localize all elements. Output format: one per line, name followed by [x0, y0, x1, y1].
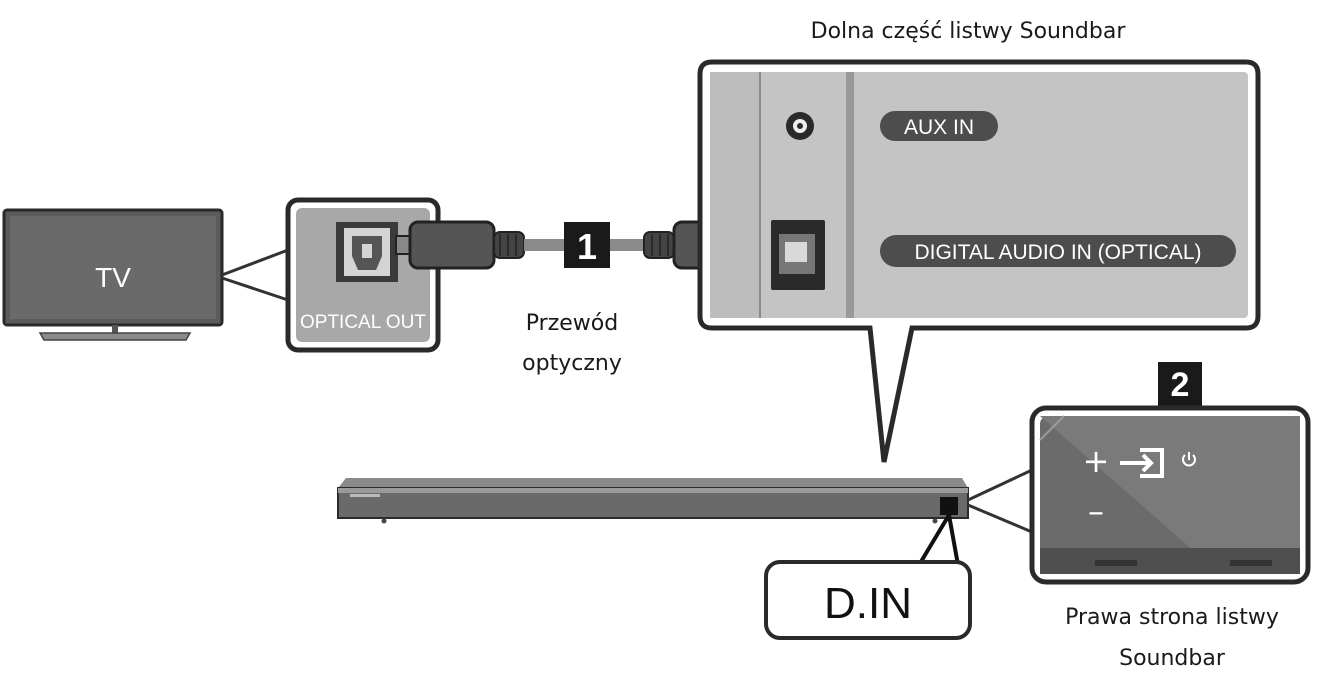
step-2-badge: 2 [1158, 362, 1202, 406]
d-in-display-callout: D.IN [764, 560, 972, 640]
step-1-badge: 1 [564, 222, 610, 268]
volume-up-icon: + [1083, 442, 1110, 480]
optical-out-label: OPTICAL OUT [300, 312, 426, 333]
volume-down-icon: – [1088, 492, 1104, 530]
soundbar-illustration [337, 478, 969, 524]
right-side-caption-line2: Soundbar [1119, 646, 1226, 671]
tv-label: TV [95, 262, 131, 293]
cable-label-line1: Przewód [526, 311, 618, 336]
source-input-icon [1120, 448, 1164, 478]
soundbar-right-side-panel: + – [1029, 405, 1311, 585]
aux-in-label: AUX IN [904, 116, 974, 139]
soundbar-bottom-panel: AUX IN DIGITAL AUDIO IN (OPTICAL) [697, 59, 1261, 463]
tv-illustration: TV [2, 208, 224, 341]
cable-label-line2: optyczny [522, 351, 622, 376]
bottom-panel-caption: Dolna część listwy Soundbar [811, 19, 1127, 44]
d-in-label: D.IN [824, 579, 912, 628]
step-2-number: 2 [1171, 366, 1190, 404]
step-1-number: 1 [577, 226, 597, 267]
right-side-caption-line1: Prawa strona listwy [1065, 605, 1279, 630]
power-icon [1182, 452, 1196, 467]
digital-audio-in-label: DIGITAL AUDIO IN (OPTICAL) [914, 241, 1201, 264]
